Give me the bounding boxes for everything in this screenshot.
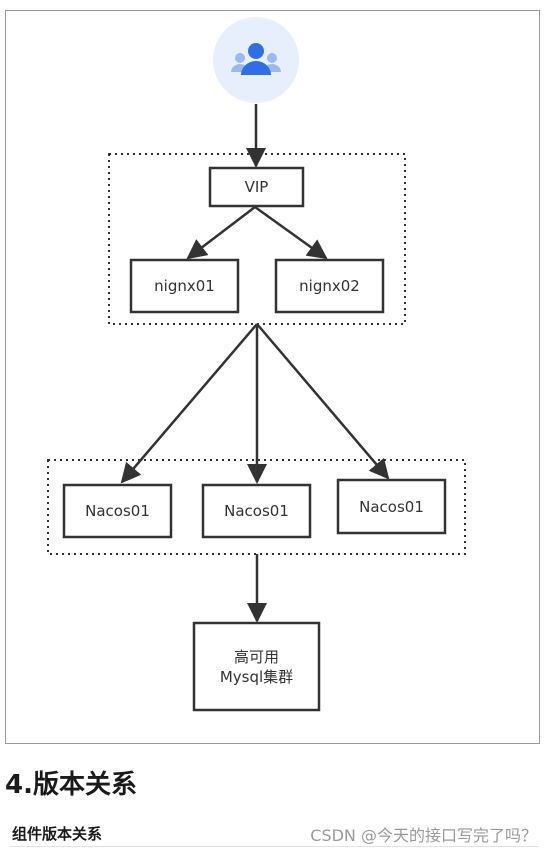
arrow-group-nacos3 xyxy=(256,323,390,480)
nginx01-box xyxy=(129,258,240,314)
architecture-diagram: VIP nignx01 nignx02 Nacos01 Nacos01 Naco… xyxy=(47,17,466,712)
arrow-group-nacos1 xyxy=(120,323,258,484)
nacos01-box-1 xyxy=(62,483,173,539)
section-subheading: 组件版本关系 xyxy=(12,825,103,843)
nacos01-box-3 xyxy=(336,478,447,535)
diagram-frame xyxy=(5,10,540,744)
nacos01-box-2 xyxy=(201,483,312,539)
connectors xyxy=(120,104,390,623)
nacos01-label-3: Nacos01 xyxy=(359,498,424,516)
section-heading: 4.版本关系 xyxy=(5,770,137,800)
arrow-vip-nginx2 xyxy=(254,205,328,260)
nacos01-label-1: Nacos01 xyxy=(85,502,150,520)
nacos-group xyxy=(47,459,466,555)
nginx02-label: nignx02 xyxy=(299,277,360,295)
arrow-vip-nginx1 xyxy=(186,206,256,260)
mysql-label-line2: Mysql集群 xyxy=(220,668,293,686)
divider xyxy=(10,846,539,847)
nacos01-label-2: Nacos01 xyxy=(224,502,289,520)
users-icon xyxy=(213,17,299,103)
mysql-label-line1: 高可用 xyxy=(234,648,279,666)
mysql-box xyxy=(192,621,321,712)
vip-label: VIP xyxy=(245,178,269,196)
nginx02-box xyxy=(274,258,385,314)
nginx01-label: nignx01 xyxy=(154,277,215,295)
vip-box xyxy=(208,166,305,208)
csdn-watermark: CSDN @今天的接口写完了吗？ xyxy=(310,826,537,845)
